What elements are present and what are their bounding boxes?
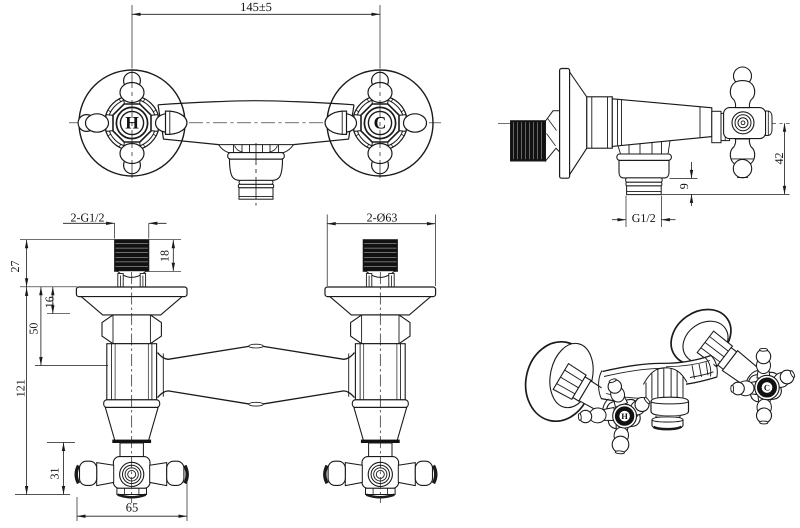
svg-text:2-Ø63: 2-Ø63 [367,211,398,225]
svg-text:121: 121 [14,379,28,397]
svg-text:145±5: 145±5 [240,0,272,14]
svg-text:42: 42 [772,153,786,165]
svg-text:16: 16 [43,296,57,308]
svg-text:G1/2: G1/2 [632,211,656,225]
svg-text:C: C [764,383,770,393]
svg-text:50: 50 [27,323,41,335]
svg-text:2-G1/2: 2-G1/2 [71,211,105,225]
svg-text:31: 31 [48,468,62,480]
svg-text:9: 9 [677,183,691,189]
svg-text:27: 27 [8,261,22,273]
svg-text:18: 18 [158,250,172,262]
svg-text:65: 65 [126,501,139,515]
svg-text:H: H [621,411,628,421]
